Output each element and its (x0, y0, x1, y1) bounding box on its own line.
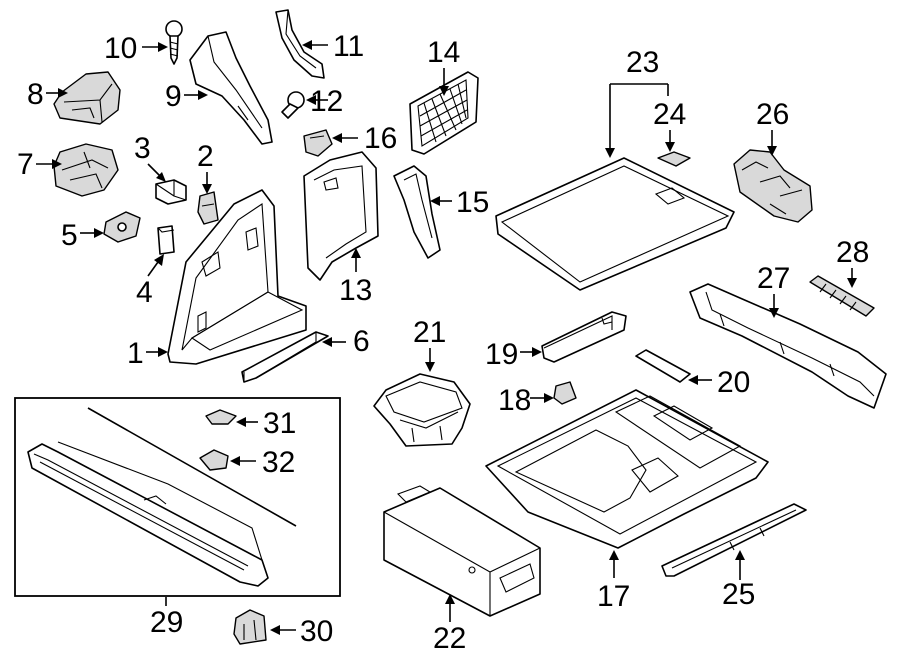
part-29-cargo-cover (27, 441, 269, 587)
callout-28: 28 (836, 236, 869, 288)
part-1-side-trim-panel (167, 189, 307, 365)
part-22-box (383, 485, 541, 617)
callout-16-label: 16 (364, 122, 397, 155)
callout-30-label: 30 (300, 615, 333, 648)
part-9-pillar-trim (189, 31, 273, 145)
callout-14: 14 (427, 36, 460, 96)
callout-22: 22 (433, 594, 466, 655)
part-26-bracket (733, 149, 813, 223)
callout-6: 6 (322, 325, 370, 358)
callout-4-label: 4 (136, 276, 153, 309)
callout-29-label: 29 (150, 606, 183, 639)
callout-3: 3 (134, 132, 166, 182)
part-2-clip (197, 191, 219, 225)
callout-24: 24 (653, 98, 686, 152)
callout-18: 18 (498, 384, 554, 417)
callout-23-label: 23 (626, 46, 659, 79)
callout-17-label: 17 (597, 580, 630, 613)
callout-15: 15 (430, 186, 489, 219)
part-29-rod (87, 407, 297, 527)
callout-12: 12 (306, 85, 343, 118)
callout-7: 7 (17, 148, 62, 181)
callout-1: 1 (127, 337, 168, 370)
callout-25-label: 25 (722, 578, 755, 611)
part-24-clip (657, 151, 691, 167)
part-14-cargo-net (409, 71, 479, 155)
callout-25: 25 (722, 550, 755, 611)
part-17-cargo-tray (485, 389, 769, 549)
part-16-clip (303, 129, 333, 157)
callout-17: 17 (597, 550, 630, 613)
part-18-plug (553, 381, 577, 405)
part-3-clip (155, 179, 187, 205)
callout-5: 5 (61, 219, 104, 252)
part-32-clip (199, 449, 229, 471)
part-21-storage-bin (373, 373, 471, 447)
callout-11-label: 11 (333, 30, 364, 63)
callout-27-label: 27 (757, 262, 790, 295)
callout-19-label: 19 (485, 338, 518, 371)
callout-19: 19 (485, 338, 542, 371)
part-11-upper-trim (275, 9, 325, 79)
part-15-trim-piece (393, 165, 441, 259)
part-7-bracket (53, 143, 119, 197)
callout-2-label: 2 (197, 140, 214, 173)
callout-9-label: 9 (165, 80, 182, 113)
callout-26-label: 26 (756, 98, 789, 131)
callout-13-label: 13 (339, 274, 372, 307)
callout-11: 11 (302, 30, 364, 63)
part-13-pillar-panel (303, 151, 379, 281)
callout-1-label: 1 (127, 337, 144, 370)
callout-31: 31 (236, 407, 296, 440)
callout-21-label: 21 (413, 316, 446, 349)
part-31-clip (205, 409, 237, 425)
callout-18-label: 18 (498, 384, 531, 417)
part-5-pad (103, 211, 141, 243)
callout-5-label: 5 (61, 219, 78, 252)
callout-13: 13 (339, 248, 372, 307)
callout-9: 9 (165, 80, 208, 113)
callout-20: 20 (688, 366, 750, 399)
callout-23: 23 (605, 46, 669, 158)
callout-28-label: 28 (836, 236, 869, 269)
callout-8-label: 8 (27, 78, 44, 111)
part-19-trim-strip (541, 311, 627, 363)
part-23-floor-mat (495, 157, 735, 291)
part-25-rail (661, 503, 807, 577)
part-6-sill-strip (241, 331, 329, 383)
callout-7-label: 7 (17, 148, 34, 181)
callout-4: 4 (136, 254, 164, 309)
callout-20-label: 20 (717, 366, 750, 399)
callout-32: 32 (230, 446, 295, 479)
callout-24-label: 24 (653, 98, 686, 131)
callout-8: 8 (27, 78, 68, 111)
callout-3-label: 3 (134, 132, 151, 165)
part-12-screw (281, 91, 305, 119)
callout-22-label: 22 (433, 622, 466, 655)
callout-10: 10 (104, 32, 168, 65)
callout-2: 2 (197, 140, 214, 194)
part-4-clip (157, 225, 175, 255)
part-8-trim-cover (53, 71, 121, 125)
callout-21: 21 (413, 316, 446, 372)
callout-26: 26 (756, 98, 789, 156)
callout-10-label: 10 (104, 32, 137, 65)
callout-32-label: 32 (262, 446, 295, 479)
part-30-bracket (233, 609, 267, 645)
callout-14-label: 14 (427, 36, 460, 69)
callout-30: 30 (270, 615, 333, 648)
part-10-screw (165, 20, 183, 65)
part-28-strip (809, 275, 875, 317)
callout-6-label: 6 (353, 325, 370, 358)
part-27-sill-trim (689, 283, 887, 409)
callout-29: 29 (150, 597, 183, 639)
callout-31-label: 31 (263, 407, 296, 440)
part-20-trim-strip (635, 349, 691, 383)
callout-15-label: 15 (456, 186, 489, 219)
cargo-cover-group-frame (14, 397, 341, 597)
callout-16: 16 (332, 122, 397, 155)
callout-27: 27 (757, 262, 790, 318)
